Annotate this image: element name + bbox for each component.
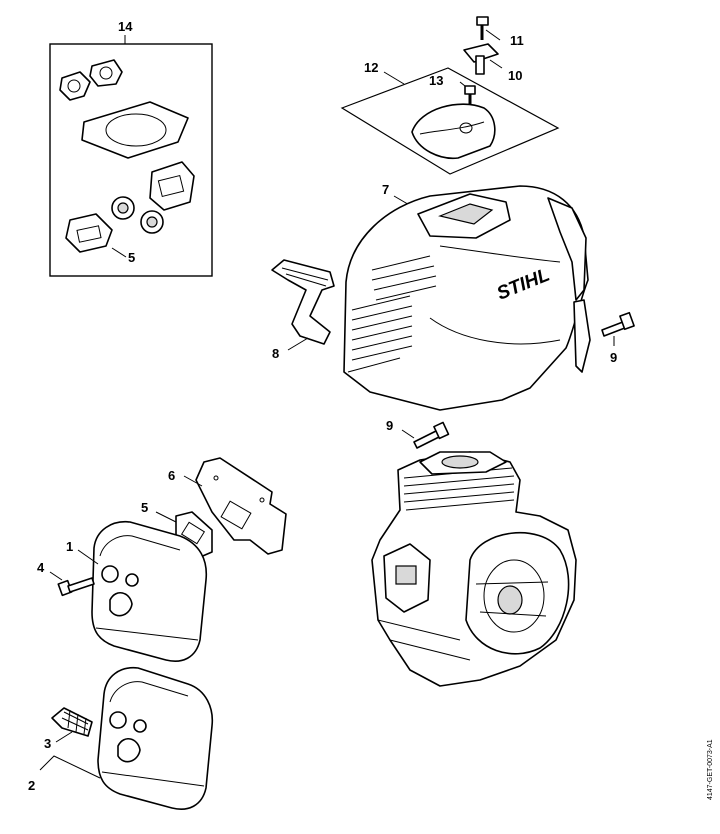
screw-right bbox=[601, 311, 635, 346]
spark-arrestor bbox=[51, 707, 93, 743]
engine-shroud: STIHL bbox=[343, 185, 591, 411]
callout-4: 4 bbox=[37, 560, 45, 575]
callouts: 14 5 11 10 12 13 7 8 9 9 6 5 1 4 3 2 bbox=[28, 19, 617, 793]
muffler bbox=[77, 521, 208, 662]
callout-5-kit: 5 bbox=[128, 250, 135, 265]
callout-3: 3 bbox=[44, 736, 51, 751]
callout-7: 7 bbox=[382, 182, 389, 197]
heat-shield bbox=[183, 457, 287, 555]
gasket-kit-box bbox=[49, 35, 213, 277]
callout-14: 14 bbox=[118, 19, 133, 34]
shroud-vents bbox=[347, 255, 437, 373]
muffler-screw bbox=[49, 571, 95, 597]
callout-8: 8 bbox=[272, 346, 279, 361]
engine-block bbox=[371, 451, 577, 687]
muffler-variant bbox=[39, 667, 214, 810]
top-cover-assembly bbox=[340, 16, 560, 175]
callout-1: 1 bbox=[66, 539, 73, 554]
callout-2: 2 bbox=[28, 778, 35, 793]
callout-11: 11 bbox=[510, 33, 524, 48]
document-id: 4147-GET-0073-A1 bbox=[707, 739, 714, 800]
callout-12: 12 bbox=[364, 60, 378, 75]
callout-10: 10 bbox=[508, 68, 522, 83]
shroud-bracket bbox=[271, 259, 335, 351]
callout-6: 6 bbox=[168, 468, 175, 483]
screw-bottom bbox=[401, 421, 450, 449]
callout-13: 13 bbox=[429, 73, 443, 88]
callout-5: 5 bbox=[141, 500, 148, 515]
callout-9-bottom: 9 bbox=[386, 418, 393, 433]
callout-9-right: 9 bbox=[610, 350, 617, 365]
